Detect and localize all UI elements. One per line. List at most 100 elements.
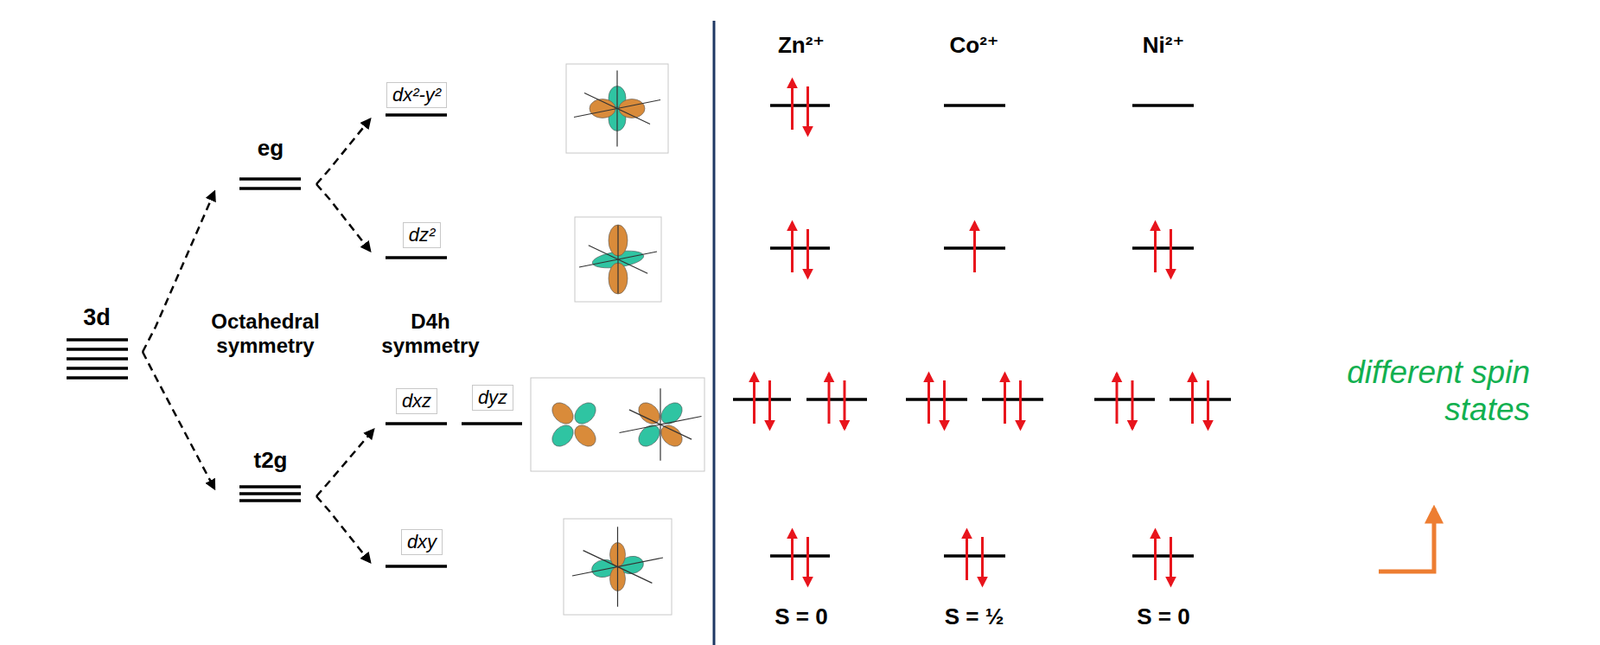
splitting-arrow bbox=[316, 119, 370, 185]
electron-spin-arrow bbox=[828, 373, 831, 424]
energy-level bbox=[1169, 397, 1231, 402]
electron-spin-arrow bbox=[1019, 380, 1022, 429]
energy-level bbox=[239, 177, 301, 181]
electron-spin-arrow bbox=[1206, 380, 1210, 429]
splitting-arrow bbox=[316, 429, 374, 497]
orbital-picture bbox=[566, 63, 669, 153]
ion-name: Ni²⁺ bbox=[1142, 32, 1185, 59]
energy-level bbox=[1132, 246, 1194, 250]
energy-level bbox=[905, 397, 968, 402]
energy-level bbox=[66, 347, 128, 351]
picture-frame bbox=[566, 63, 669, 153]
electron-spin-arrow bbox=[843, 380, 847, 429]
energy-level bbox=[733, 397, 791, 402]
energy-level bbox=[239, 491, 301, 496]
electron-spin-arrow bbox=[790, 222, 794, 273]
orbital-name: dz² bbox=[408, 223, 436, 246]
energy-level bbox=[1094, 397, 1155, 402]
splitting-arrow bbox=[142, 351, 215, 489]
electron-spin-arrow bbox=[1131, 380, 1135, 429]
orbital-picture bbox=[574, 216, 662, 302]
electron-spin-arrow bbox=[752, 373, 756, 424]
electron-spin-arrow bbox=[1191, 373, 1194, 424]
electron-spin-arrow bbox=[973, 222, 976, 273]
energy-level bbox=[770, 554, 830, 558]
splitting-arrow bbox=[316, 496, 370, 562]
divider-line bbox=[713, 20, 716, 645]
energy-level bbox=[943, 103, 1006, 108]
spin-value: S = 0 bbox=[1136, 604, 1190, 631]
energy-level bbox=[66, 356, 128, 361]
orbital-picture bbox=[530, 377, 705, 472]
orbital-lobe bbox=[656, 398, 687, 428]
bent-arrow bbox=[1378, 508, 1435, 572]
picture-frame bbox=[574, 216, 662, 302]
energy-level bbox=[239, 186, 301, 191]
electron-spin-arrow bbox=[1153, 529, 1157, 581]
level-name: eg bbox=[257, 135, 284, 162]
picture-frame bbox=[563, 518, 672, 615]
energy-level bbox=[66, 376, 128, 380]
electron-spin-arrow bbox=[1003, 373, 1007, 424]
electron-spin-arrow bbox=[768, 380, 772, 429]
electron-spin-arrow bbox=[943, 380, 946, 429]
energy-level bbox=[770, 103, 830, 108]
ion-name: Co²⁺ bbox=[949, 32, 999, 59]
axis-line bbox=[588, 245, 648, 274]
energy-level bbox=[1132, 554, 1194, 558]
axis-line bbox=[584, 93, 651, 125]
symmetry-label: D4h symmetry bbox=[365, 309, 496, 357]
energy-level bbox=[66, 337, 128, 342]
axis-line bbox=[629, 409, 692, 440]
level-name: t2g bbox=[254, 447, 288, 474]
electron-spin-arrow bbox=[1153, 222, 1157, 273]
orbital-lobe bbox=[570, 420, 600, 451]
orbital-label-box: dyz bbox=[471, 384, 514, 411]
splitting-arrow bbox=[142, 191, 215, 352]
axis-line bbox=[583, 550, 653, 584]
energy-level bbox=[385, 564, 447, 568]
symmetry-label: Octahedral symmetry bbox=[191, 309, 339, 357]
energy-level bbox=[385, 255, 447, 260]
orbital-lobe bbox=[548, 398, 578, 428]
orbital-label-box: dxz bbox=[395, 388, 438, 415]
orbital-name: dyz bbox=[478, 386, 508, 408]
energy-level bbox=[66, 366, 128, 370]
energy-level bbox=[1132, 103, 1194, 108]
electron-spin-arrow bbox=[965, 529, 969, 581]
spin-value: S = ½ bbox=[944, 604, 1005, 631]
orbital-label-box: dx²-y² bbox=[386, 82, 447, 109]
electron-spin-arrow bbox=[1169, 536, 1173, 586]
energy-level bbox=[239, 498, 301, 503]
orbital-lobe bbox=[548, 420, 578, 451]
orbital-name: dxz bbox=[401, 389, 432, 412]
electron-spin-arrow bbox=[806, 86, 810, 135]
energy-level bbox=[943, 554, 1006, 558]
annotation-note: different spin states bbox=[1313, 354, 1530, 428]
energy-level bbox=[239, 484, 301, 489]
electron-spin-arrow bbox=[790, 79, 794, 130]
electron-spin-arrow bbox=[981, 536, 984, 586]
energy-level bbox=[806, 397, 867, 402]
energy-level bbox=[770, 246, 830, 250]
ion-name: Zn²⁺ bbox=[777, 32, 825, 59]
orbital-name: dxy bbox=[407, 530, 437, 553]
electron-spin-arrow bbox=[806, 229, 810, 278]
orbital-picture bbox=[563, 518, 672, 615]
orbital-name: dx²-y² bbox=[392, 83, 441, 106]
splitting-arrow bbox=[316, 184, 370, 251]
energy-level bbox=[385, 421, 447, 426]
energy-level bbox=[385, 113, 447, 117]
energy-level bbox=[981, 397, 1044, 402]
orbital-label-box: dz² bbox=[402, 222, 442, 249]
orbital-lobe bbox=[570, 398, 600, 428]
spin-value: S = 0 bbox=[774, 604, 828, 631]
electron-spin-arrow bbox=[927, 373, 931, 424]
electron-spin-arrow bbox=[790, 529, 794, 581]
orbital-label-box: dxy bbox=[401, 529, 443, 555]
orbital-lobe bbox=[634, 420, 664, 451]
electron-spin-arrow bbox=[1115, 373, 1119, 424]
electron-spin-arrow bbox=[1169, 229, 1173, 278]
energy-level bbox=[461, 421, 523, 426]
